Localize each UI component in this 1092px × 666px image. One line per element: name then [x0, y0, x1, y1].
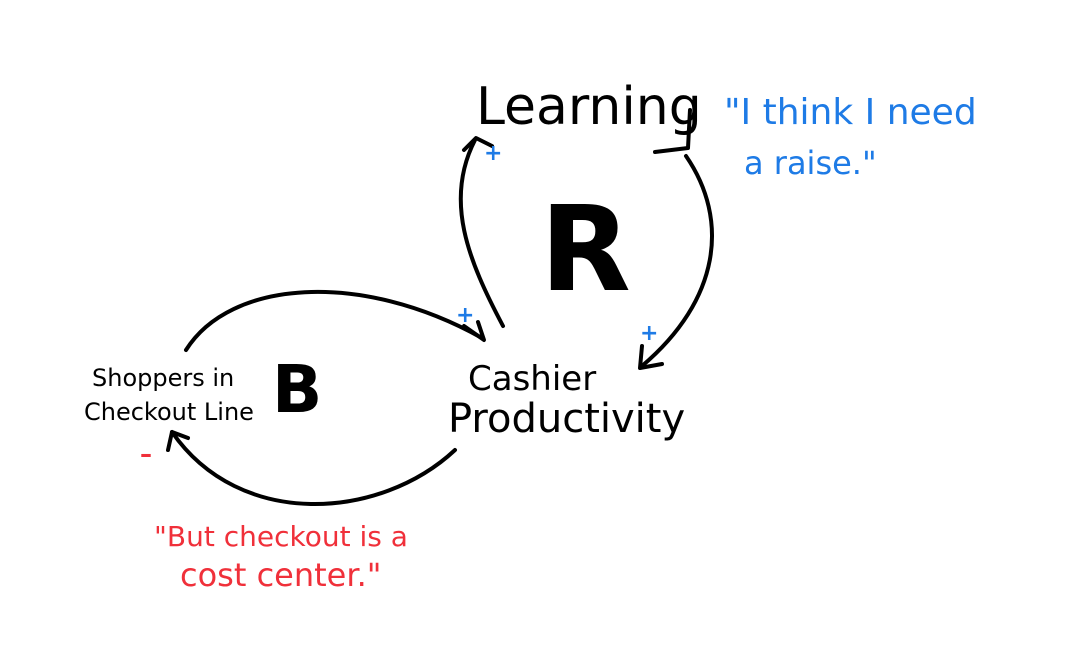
arrowhead-cashier-to-shoppers: [166, 430, 190, 452]
quote-raise-line1: "I think I need: [724, 92, 977, 133]
node-cashier-line2: Productivity: [448, 396, 685, 442]
sign-learning-to-cashier: +: [640, 321, 658, 346]
node-shoppers-line1: Shoppers in: [92, 364, 234, 392]
arrow-shoppers-to-cashier: [184, 289, 484, 352]
node-learning: Learning: [476, 77, 702, 137]
sign-cashier-to-shoppers: –: [140, 440, 152, 468]
quote-cost-line1: "But checkout is a: [154, 520, 408, 553]
arrow-cashier-to-shoppers: [170, 430, 457, 506]
arrowhead-learning-to-cashier: [638, 344, 664, 370]
node-cashier-line1: Cashier: [468, 359, 596, 399]
arrowhead-cashier-to-learning: [462, 136, 494, 152]
learning-underline: [653, 108, 692, 154]
quote-raise-line2: a raise.": [744, 144, 877, 182]
quote-cost-line2: cost center.": [180, 556, 381, 594]
sign-shoppers-to-cashier: +: [456, 303, 474, 328]
loop-label-balancing: B: [272, 351, 322, 428]
node-shoppers-line2: Checkout Line: [84, 398, 254, 426]
arrow-learning-to-cashier: [640, 154, 714, 368]
arrowhead-shoppers-to-cashier: [462, 320, 486, 342]
sign-cashier-to-learning: +: [484, 141, 502, 166]
arrow-cashier-to-learning: [458, 138, 505, 328]
loop-label-reinforcing: R: [540, 180, 631, 318]
